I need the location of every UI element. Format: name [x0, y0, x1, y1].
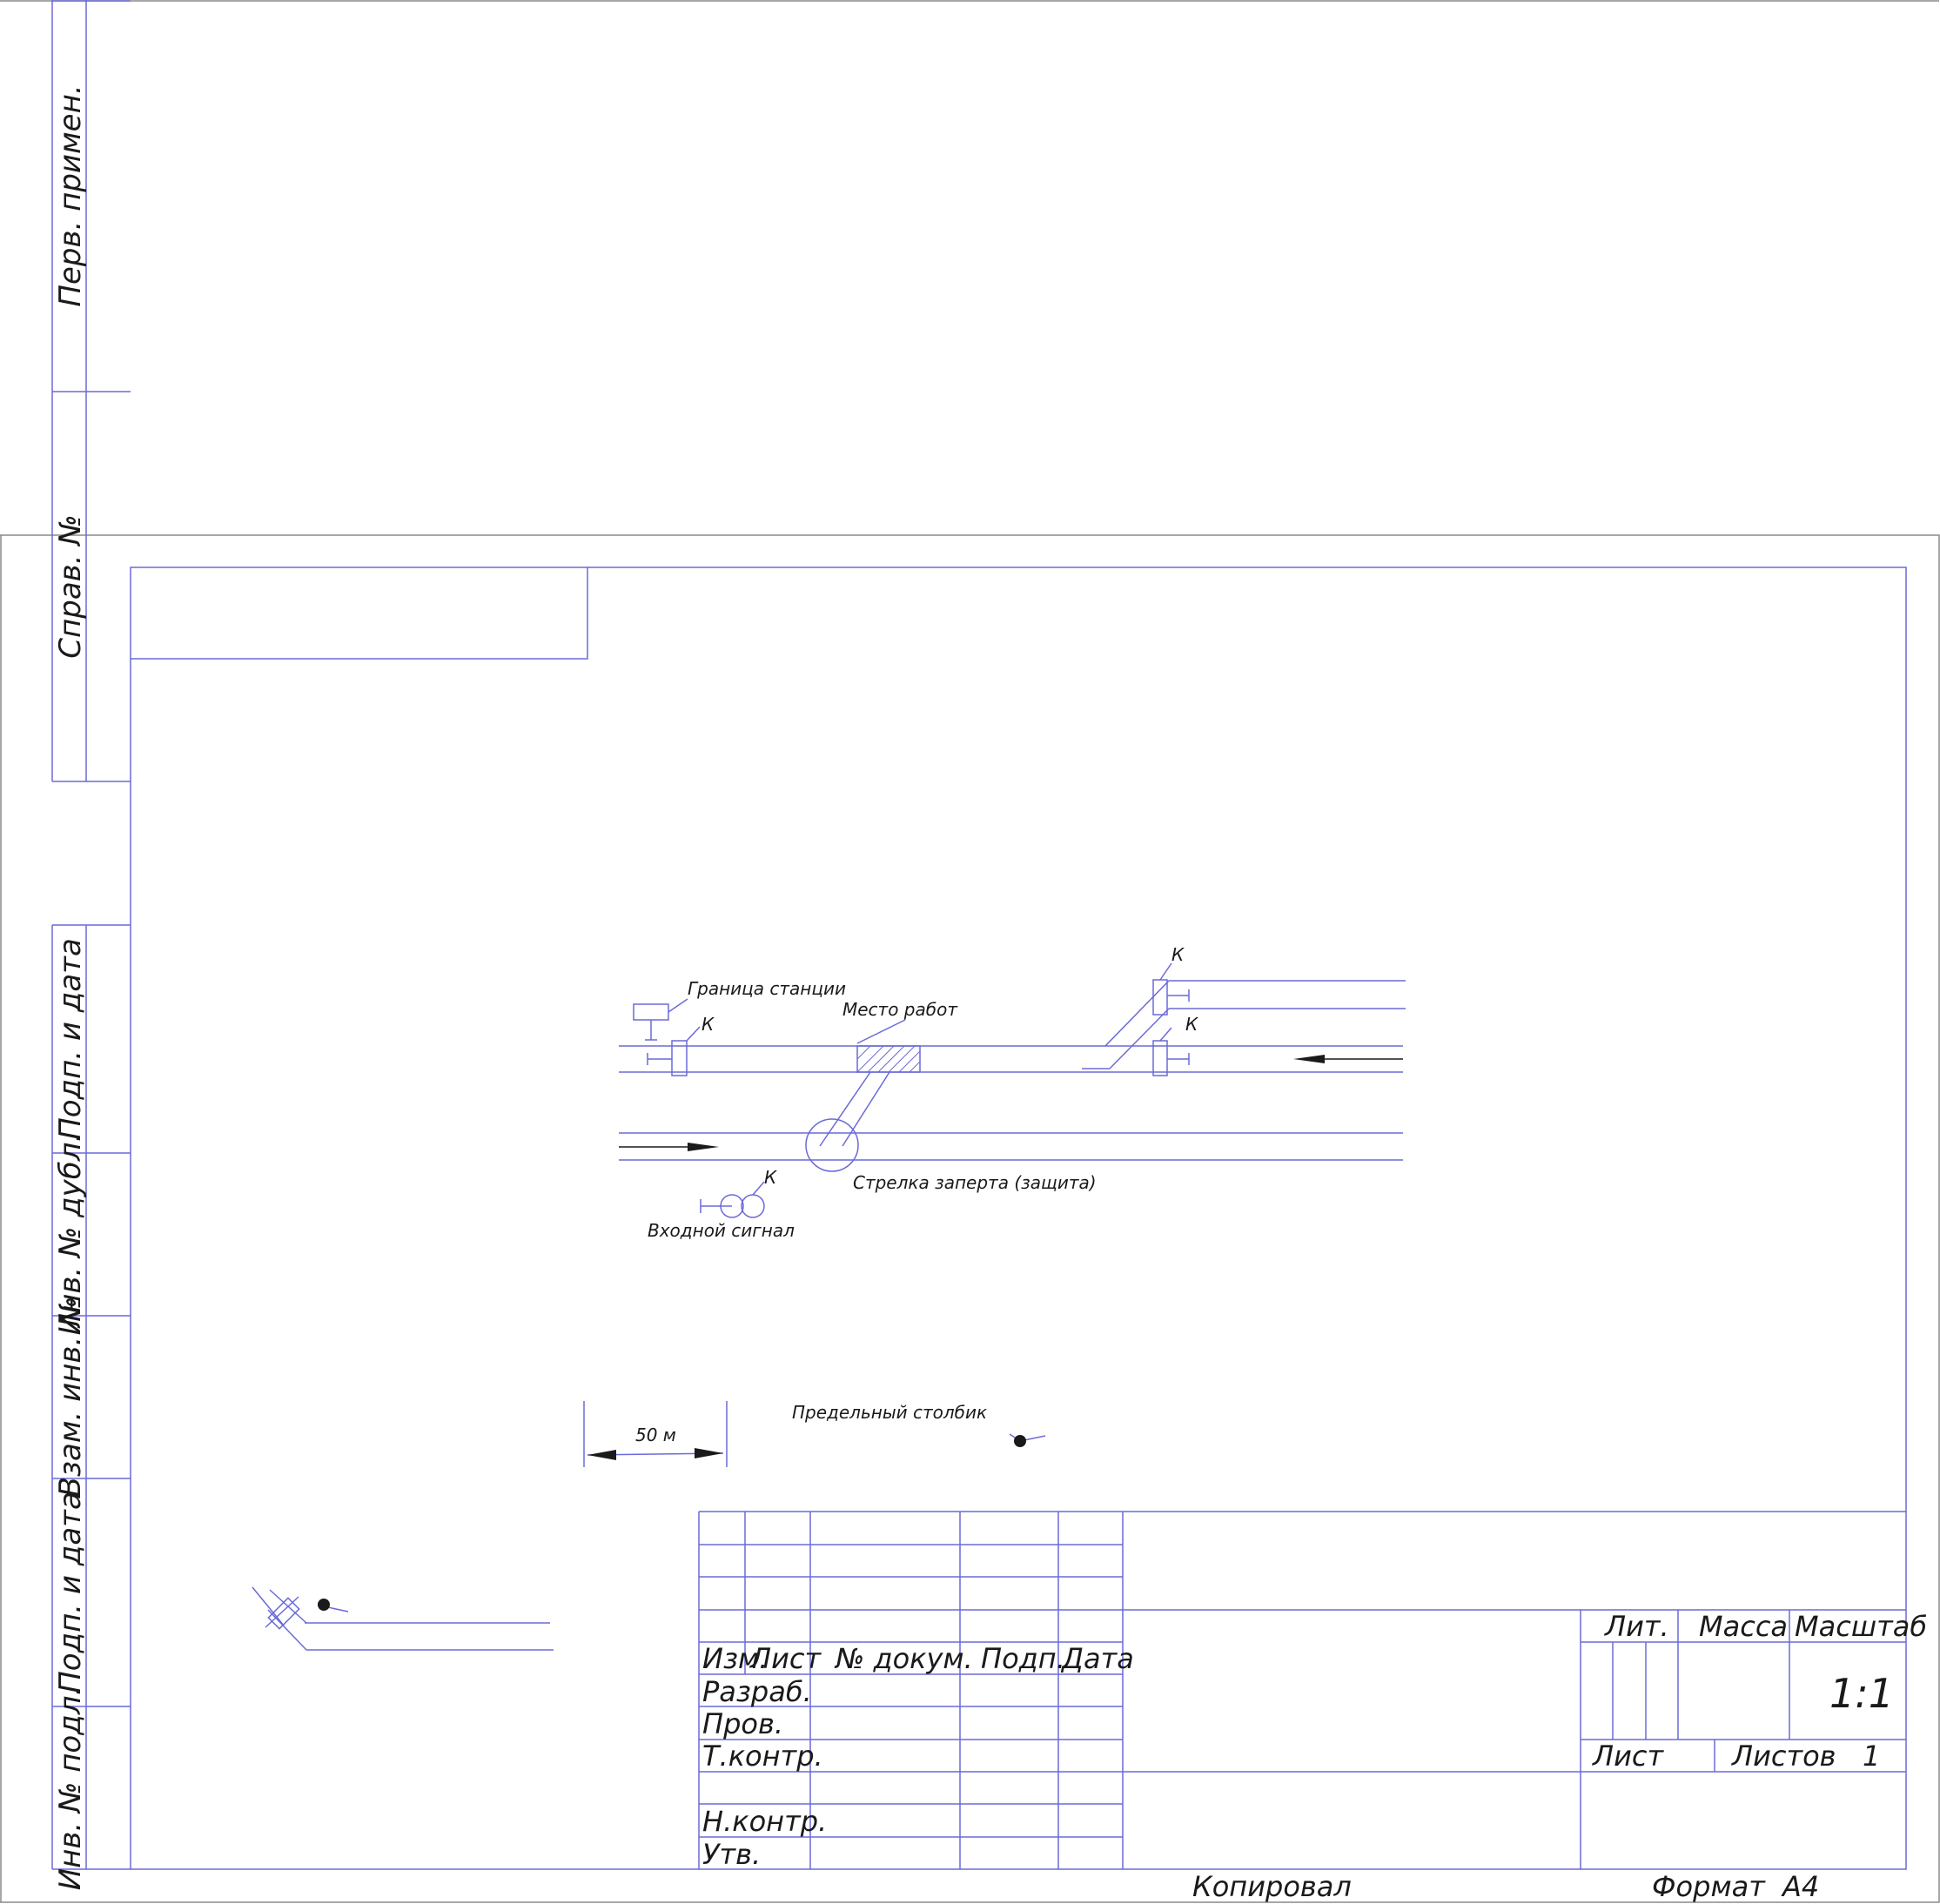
- track-schematic: [252, 962, 1406, 1651]
- locked-switch-circle: [805, 1118, 859, 1172]
- switch-locked-label: Стрелка заперта (защита): [853, 1172, 1097, 1193]
- dimension-arrow-left: [587, 1450, 616, 1460]
- tb-masshtab: Масштаб: [1795, 1610, 1927, 1643]
- tb-list-label: Лист: [1592, 1740, 1664, 1773]
- entry-signal-label: Входной сигнал: [648, 1220, 795, 1241]
- title-block-text: Изм. Лист № докум. Подп. Дата Разраб. Пр…: [702, 1610, 1927, 1871]
- tb-col-data: Дата: [1060, 1642, 1134, 1675]
- limit-post-label: Предельный столбик: [792, 1402, 987, 1423]
- tb-col-list: Лист: [749, 1642, 822, 1675]
- left-signal-marker: [671, 1040, 688, 1076]
- work-site-label: Место работ: [842, 999, 958, 1020]
- footer-format-value: А4: [1781, 1870, 1819, 1903]
- tb-row-nkontr: Н.контр.: [702, 1805, 827, 1838]
- side-label-inv-dubl: Инв. № дубл.: [53, 1133, 88, 1336]
- entry-signal-light-1: [720, 1194, 744, 1218]
- tb-row-prov: Пров.: [702, 1707, 783, 1740]
- work-site-leader: [856, 1019, 906, 1044]
- tb-listov-value: 1: [1863, 1740, 1880, 1773]
- side-label-podp-data-1: Подп. и дата: [53, 938, 88, 1140]
- side-track-connector-a: [1104, 980, 1170, 1047]
- side-label-vzam-inv: Взам. инв. №: [53, 1297, 88, 1498]
- tb-listov-label: Листов: [1731, 1740, 1836, 1773]
- footer-kopiroval: Копировал: [1192, 1870, 1352, 1903]
- title-block-grid: [698, 1511, 1906, 1869]
- dimension-label: 50 м: [635, 1425, 676, 1445]
- side-strip-labels: Перв. примен. Справ. № Подп. и дата Инв.…: [53, 84, 88, 1890]
- tb-lit: Лит.: [1604, 1610, 1669, 1643]
- dimension-arrow-right: [695, 1448, 723, 1458]
- side-label-inv-podl: Инв. № подл.: [53, 1686, 88, 1891]
- crossover-line-a: [819, 1071, 871, 1147]
- arrow-left-head: [1293, 1055, 1325, 1063]
- arrow-right-head: [688, 1143, 719, 1151]
- side-label-sprav-no: Справ. №: [53, 514, 88, 658]
- limit-post-dot: [1014, 1435, 1026, 1447]
- k-marker-right-lower: К: [1185, 1014, 1198, 1035]
- work-site-hatching: [856, 1045, 921, 1073]
- tb-col-podp: Подп.: [981, 1642, 1065, 1675]
- k-marker-entry: К: [764, 1167, 777, 1188]
- k-marker-right-upper: К: [1171, 944, 1185, 965]
- side-strip: [51, 0, 131, 1870]
- tb-col-doc: № докум.: [834, 1642, 973, 1675]
- tb-col-izm: Изм.: [702, 1642, 768, 1675]
- fragment-signal-box: [267, 1597, 300, 1630]
- fragment-limit-post-dot: [318, 1599, 330, 1611]
- side-label-perv-primen: Перв. примен.: [53, 84, 88, 306]
- side-label-podp-data-2: Подп. и дата: [53, 1492, 88, 1693]
- tb-scale-value: 1:1: [1829, 1670, 1894, 1717]
- arrow-shafts: [619, 1058, 1403, 1148]
- k-marker-left: К: [701, 1014, 715, 1035]
- station-boundary-label: Граница станции: [688, 978, 846, 999]
- tb-row-tkontr: Т.контр.: [702, 1740, 823, 1773]
- tb-massa: Масса: [1699, 1610, 1788, 1643]
- tb-row-utv: Утв.: [702, 1838, 761, 1871]
- schematic-fills: [318, 1055, 1325, 1611]
- inner-frame: [130, 567, 1907, 1870]
- sheet-footer: Копировал Формат А4: [1192, 1870, 1819, 1903]
- footer-format-label: Формат: [1652, 1870, 1766, 1903]
- tb-row-razrab: Разраб.: [702, 1675, 812, 1708]
- crossover-line-b: [842, 1071, 890, 1147]
- schematic-labels: Граница станции Место работ Стрелка запе…: [635, 944, 1198, 1445]
- side-track-connector-c: [1109, 1008, 1170, 1069]
